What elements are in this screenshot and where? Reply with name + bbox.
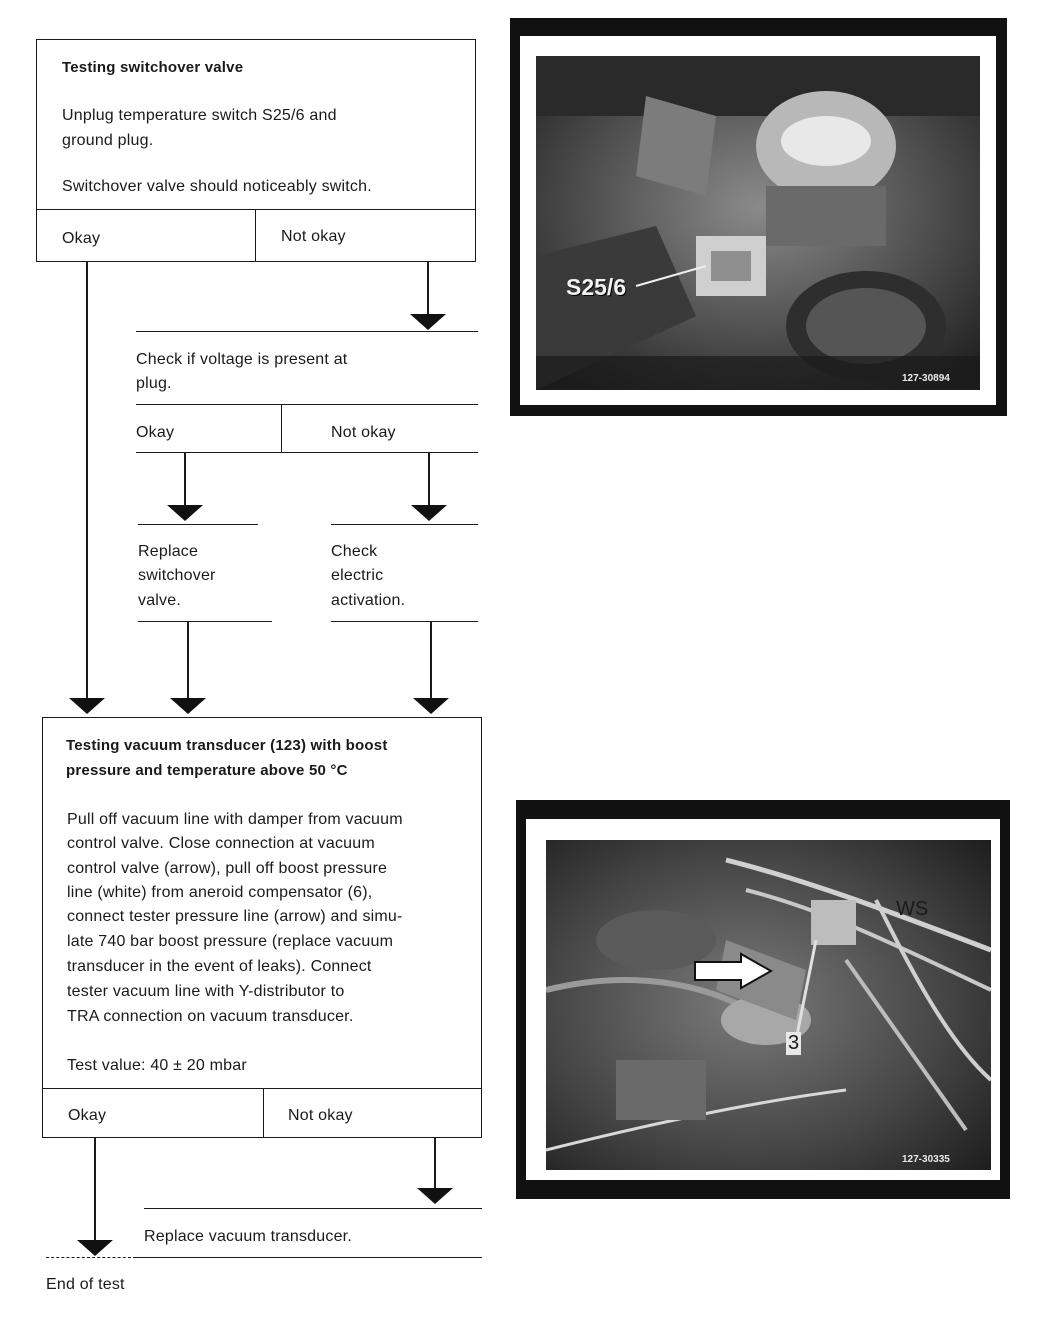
flow-line xyxy=(184,452,186,505)
flow-arrow-icon xyxy=(411,505,447,521)
flow-line xyxy=(187,621,189,698)
flow-line xyxy=(434,1138,436,1188)
okay-label: Okay xyxy=(68,1107,107,1124)
okay-label: Okay xyxy=(62,230,101,247)
replace-valve-2: switchover xyxy=(138,567,216,584)
divider xyxy=(136,404,478,405)
transducer-instruction: late 740 bar boost pressure (replace vac… xyxy=(67,933,394,950)
transducer-instruction: connect tester pressure line (arrow) and… xyxy=(67,908,403,925)
transducer-instruction: tester vacuum line with Y-distributor to xyxy=(67,983,345,1000)
not-okay-label: Not okay xyxy=(331,424,396,441)
photo-label-ws: WS xyxy=(896,898,929,920)
flow-arrow-icon xyxy=(417,1188,453,1204)
transducer-instruction: control valve (arrow), pull off boost pr… xyxy=(67,860,388,877)
transducer-instruction: transducer in the event of leaks). Conne… xyxy=(67,958,372,975)
not-okay-label: Not okay xyxy=(288,1107,353,1124)
engine-photo-temperature-switch xyxy=(536,56,980,390)
divider xyxy=(138,621,272,622)
divider xyxy=(36,209,476,210)
replace-valve-1: Replace xyxy=(138,543,199,560)
transducer-test-box xyxy=(42,717,482,1138)
transducer-test-title-2: pressure and temperature above 50 °C xyxy=(66,762,348,779)
divider xyxy=(138,524,258,525)
engine-photo-image xyxy=(536,56,980,390)
divider xyxy=(136,1257,482,1258)
check-electric-2: electric xyxy=(331,567,384,584)
flow-arrow-icon xyxy=(170,698,206,714)
switchover-test-title: Testing switchover valve xyxy=(62,59,244,76)
flow-line xyxy=(94,1138,96,1240)
divider xyxy=(136,331,478,332)
switchover-test-box xyxy=(36,39,476,262)
not-okay-label: Not okay xyxy=(281,228,346,245)
voltage-check-2: plug. xyxy=(136,375,172,392)
divider xyxy=(255,209,256,261)
engine-photo-vacuum-transducer xyxy=(546,840,991,1170)
switchover-instruction-1: Unplug temperature switch S25/6 and xyxy=(62,107,337,124)
end-divider xyxy=(46,1257,136,1258)
replace-transducer: Replace vacuum transducer. xyxy=(144,1228,352,1245)
test-value: Test value: 40 ± 20 mbar xyxy=(67,1057,247,1074)
photo-code: 127-30335 xyxy=(902,1154,950,1165)
divider xyxy=(281,404,282,452)
transducer-instruction: line (white) from aneroid compensator (6… xyxy=(67,884,373,901)
photo-label-3: 3 xyxy=(786,1032,802,1055)
okay-label: Okay xyxy=(136,424,175,441)
flow-line xyxy=(428,452,430,505)
engine-photo-image xyxy=(546,840,991,1170)
flow-line xyxy=(427,262,429,314)
end-of-test: End of test xyxy=(46,1276,125,1293)
flow-arrow-icon xyxy=(167,505,203,521)
switchover-instruction-3: Switchover valve should noticeably switc… xyxy=(62,178,372,195)
photo-code: 127-30894 xyxy=(902,373,950,384)
voltage-check-1: Check if voltage is present at xyxy=(136,351,348,368)
transducer-instruction: Pull off vacuum line with damper from va… xyxy=(67,811,403,828)
flow-arrow-icon xyxy=(77,1240,113,1256)
photo-arrow-icon xyxy=(694,952,774,990)
flow-arrow-icon xyxy=(410,314,446,330)
check-electric-3: activation. xyxy=(331,592,406,609)
replace-valve-3: valve. xyxy=(138,592,181,609)
divider xyxy=(136,452,478,453)
switchover-instruction-2: ground plug. xyxy=(62,132,154,149)
divider xyxy=(144,1208,482,1209)
divider xyxy=(331,524,478,525)
photo-label-s25-6: S25/6 xyxy=(566,274,627,300)
flow-line xyxy=(86,262,88,700)
divider xyxy=(42,1088,482,1089)
flow-arrow-icon xyxy=(413,698,449,714)
divider xyxy=(263,1088,264,1137)
check-electric-1: Check xyxy=(331,543,378,560)
transducer-instruction: TRA connection on vacuum transducer. xyxy=(67,1008,354,1025)
flow-line xyxy=(430,621,432,698)
transducer-test-title-1: Testing vacuum transducer (123) with boo… xyxy=(66,737,388,754)
transducer-instruction: control valve. Close connection at vacuu… xyxy=(67,835,375,852)
flow-arrow-icon xyxy=(69,698,105,714)
divider xyxy=(331,621,478,622)
